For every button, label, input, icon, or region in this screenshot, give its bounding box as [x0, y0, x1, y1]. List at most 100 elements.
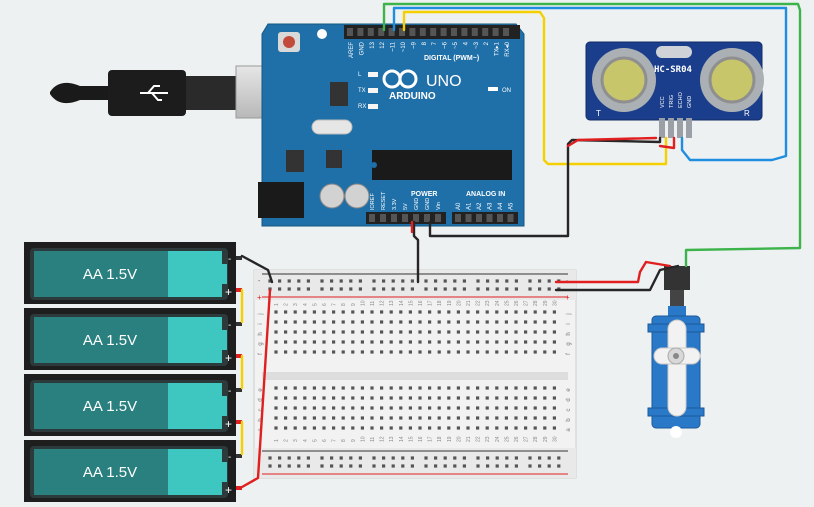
bb-hole[interactable]: [443, 464, 447, 468]
bb-hole[interactable]: [514, 330, 518, 334]
bb-hole[interactable]: [552, 310, 556, 314]
bb-hole[interactable]: [495, 279, 499, 283]
bb-hole[interactable]: [372, 456, 376, 460]
bb-hole[interactable]: [382, 279, 386, 283]
bb-hole[interactable]: [306, 279, 310, 283]
bb-hole[interactable]: [514, 464, 518, 468]
power-pin[interactable]: [435, 214, 441, 222]
bb-hole[interactable]: [552, 416, 556, 420]
bb-hole[interactable]: [504, 330, 508, 334]
bb-hole[interactable]: [476, 406, 480, 410]
bb-hole[interactable]: [399, 330, 403, 334]
bb-hole[interactable]: [360, 320, 364, 324]
bb-hole[interactable]: [528, 456, 532, 460]
bb-hole[interactable]: [524, 396, 528, 400]
digital-pin[interactable]: [503, 28, 509, 36]
bb-hole[interactable]: [372, 464, 376, 468]
bb-hole[interactable]: [504, 350, 508, 354]
bb-hole[interactable]: [358, 456, 362, 460]
bb-hole[interactable]: [486, 456, 490, 460]
bb-hole[interactable]: [297, 279, 301, 283]
bb-hole[interactable]: [322, 320, 326, 324]
bb-hole[interactable]: [443, 279, 447, 283]
bb-hole[interactable]: [293, 416, 297, 420]
bb-hole[interactable]: [476, 426, 480, 430]
bb-hole[interactable]: [332, 386, 336, 390]
bb-hole[interactable]: [293, 330, 297, 334]
bb-hole[interactable]: [284, 386, 288, 390]
wire-sensor-gnd[interactable]: [428, 136, 662, 238]
sensor-pin[interactable]: [668, 118, 674, 138]
bb-hole[interactable]: [380, 320, 384, 324]
analog-pin[interactable]: [455, 214, 461, 222]
bb-hole[interactable]: [278, 464, 282, 468]
bb-hole[interactable]: [466, 406, 470, 410]
bb-hole[interactable]: [370, 330, 374, 334]
bb-hole[interactable]: [456, 320, 460, 324]
bb-hole[interactable]: [466, 320, 470, 324]
digital-pin[interactable]: [471, 28, 478, 36]
bb-hole[interactable]: [320, 456, 324, 460]
bb-hole[interactable]: [495, 456, 499, 460]
wire-battery-minus[interactable]: [240, 254, 274, 284]
bb-hole[interactable]: [514, 320, 518, 324]
bb-hole[interactable]: [274, 406, 278, 410]
bb-hole[interactable]: [408, 416, 412, 420]
bb-hole[interactable]: [399, 396, 403, 400]
bb-hole[interactable]: [533, 426, 537, 430]
bb-hole[interactable]: [351, 310, 355, 314]
bb-hole[interactable]: [322, 330, 326, 334]
bb-hole[interactable]: [306, 456, 310, 460]
bb-hole[interactable]: [514, 310, 518, 314]
bb-hole[interactable]: [495, 320, 499, 324]
power-pin[interactable]: [369, 214, 375, 222]
bb-hole[interactable]: [312, 310, 316, 314]
bb-hole[interactable]: [524, 310, 528, 314]
bb-hole[interactable]: [339, 287, 343, 291]
bb-hole[interactable]: [485, 416, 489, 420]
bb-hole[interactable]: [360, 340, 364, 344]
bb-hole[interactable]: [462, 456, 466, 460]
bb-hole[interactable]: [391, 456, 395, 460]
bb-hole[interactable]: [293, 310, 297, 314]
bb-hole[interactable]: [306, 464, 310, 468]
bb-hole[interactable]: [476, 340, 480, 344]
bb-hole[interactable]: [408, 350, 412, 354]
bb-hole[interactable]: [456, 396, 460, 400]
bb-hole[interactable]: [462, 279, 466, 283]
bb-hole[interactable]: [418, 350, 422, 354]
bb-hole[interactable]: [389, 416, 393, 420]
bb-hole[interactable]: [485, 320, 489, 324]
bb-hole[interactable]: [418, 406, 422, 410]
bb-hole[interactable]: [268, 464, 272, 468]
analog-pin[interactable]: [476, 214, 482, 222]
bb-hole[interactable]: [543, 416, 547, 420]
bb-hole[interactable]: [401, 279, 405, 283]
bb-hole[interactable]: [538, 287, 542, 291]
bb-hole[interactable]: [495, 386, 499, 390]
bb-hole[interactable]: [284, 320, 288, 324]
bb-hole[interactable]: [504, 386, 508, 390]
bb-hole[interactable]: [380, 426, 384, 430]
power-pin[interactable]: [380, 214, 386, 222]
wires[interactable]: [240, 2, 802, 489]
wire-arduino-gnd[interactable]: [412, 220, 420, 284]
bb-hole[interactable]: [341, 310, 345, 314]
bb-hole[interactable]: [552, 350, 556, 354]
bb-hole[interactable]: [399, 310, 403, 314]
bb-hole[interactable]: [284, 406, 288, 410]
bb-hole[interactable]: [284, 426, 288, 430]
bb-hole[interactable]: [399, 406, 403, 410]
bb-hole[interactable]: [303, 350, 307, 354]
bb-hole[interactable]: [389, 406, 393, 410]
bb-hole[interactable]: [418, 310, 422, 314]
bb-hole[interactable]: [437, 396, 441, 400]
bb-hole[interactable]: [303, 320, 307, 324]
bb-hole[interactable]: [303, 426, 307, 430]
bb-hole[interactable]: [533, 350, 537, 354]
bb-hole[interactable]: [360, 396, 364, 400]
bb-hole[interactable]: [524, 406, 528, 410]
bb-hole[interactable]: [524, 416, 528, 420]
bb-hole[interactable]: [408, 310, 412, 314]
bb-hole[interactable]: [495, 350, 499, 354]
